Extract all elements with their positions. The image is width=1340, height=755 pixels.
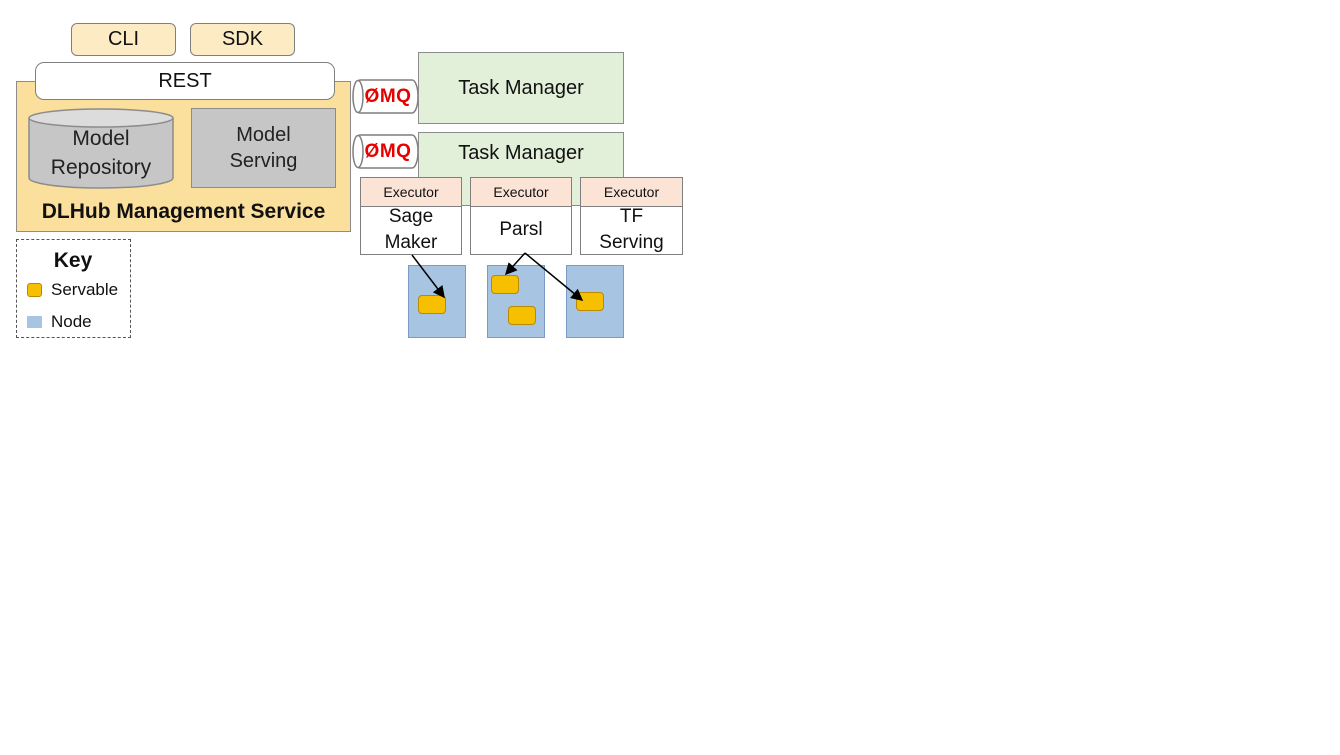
zmq-label-1-text: ØMQ	[364, 86, 412, 107]
model-repository-cylinder	[28, 108, 174, 189]
serving-line2: Serving	[229, 150, 298, 172]
management-service-title: DLHub Management Service	[16, 196, 351, 228]
task-manager-1-label: Task Manager	[458, 76, 584, 99]
model-repository-label: Model Repository	[27, 122, 175, 184]
repository-line1: Model	[72, 127, 130, 150]
sdk-box: SDK	[190, 23, 295, 56]
legend-key: Key Servable Node	[16, 239, 131, 338]
serving-line1: Model	[236, 124, 291, 146]
zmq-label-2-text: ØMQ	[364, 141, 412, 162]
key-node-swatch	[27, 316, 42, 328]
executor-sagemaker-header: Executor	[361, 178, 461, 207]
executor-tfserving-header-text: Executor	[603, 184, 660, 200]
key-servable-swatch	[27, 283, 42, 297]
servable-node2-b	[508, 306, 536, 325]
executor-parsl: Executor Parsl	[470, 177, 572, 255]
executor-parsl-header: Executor	[471, 178, 571, 207]
key-title: Key	[17, 248, 129, 274]
arrow-sagemaker-to-servable	[411, 254, 445, 299]
sdk-label: SDK	[221, 28, 264, 50]
key-title-text: Key	[53, 249, 93, 272]
executor-sagemaker-line2: Maker	[384, 232, 438, 253]
executor-tfserving-line2: Serving	[599, 232, 664, 253]
executor-tfserving-header: Executor	[581, 178, 682, 207]
rest-box: REST	[35, 62, 335, 100]
task-manager-2-label: Task Manager	[458, 141, 584, 164]
executor-sagemaker-header-text: Executor	[383, 184, 439, 200]
servable-node2-a	[491, 275, 519, 294]
arrow-parsl-to-servable-c	[524, 252, 584, 301]
key-node-label: Node	[51, 312, 92, 331]
zmq-connector-2	[352, 134, 419, 169]
executor-sagemaker-line1: Sage	[388, 206, 434, 227]
task-manager-2-label-wrap: Task Manager	[419, 133, 623, 173]
arrow-parsl-to-servable-a	[504, 252, 526, 276]
cli-label: CLI	[107, 28, 140, 50]
executor-tfserving: Executor TF Serving	[580, 177, 683, 255]
key-servable-label: Servable	[51, 280, 119, 299]
zmq-label-2: ØMQ	[358, 137, 418, 167]
executor-tfserving-line1: TF	[619, 206, 644, 227]
repository-line2: Repository	[50, 156, 152, 179]
cli-box: CLI	[71, 23, 176, 56]
rest-label: REST	[158, 69, 212, 92]
executor-parsl-body: Parsl	[471, 207, 571, 253]
executor-arrows	[411, 252, 584, 301]
zmq-label-1: ØMQ	[358, 82, 418, 112]
executor-tfserving-body: TF Serving	[581, 206, 682, 253]
executor-parsl-header-text: Executor	[493, 184, 549, 200]
management-service-title-text: DLHub Management Service	[41, 200, 326, 223]
executor-parsl-line1: Parsl	[499, 219, 543, 240]
executor-sagemaker-body: Sage Maker	[361, 206, 461, 253]
task-manager-1: Task Manager	[418, 52, 624, 124]
executor-sagemaker: Executor Sage Maker	[360, 177, 462, 255]
model-serving-box: Model Serving	[191, 108, 336, 188]
zmq-connector-1	[352, 79, 419, 114]
servable-node1	[418, 295, 446, 314]
